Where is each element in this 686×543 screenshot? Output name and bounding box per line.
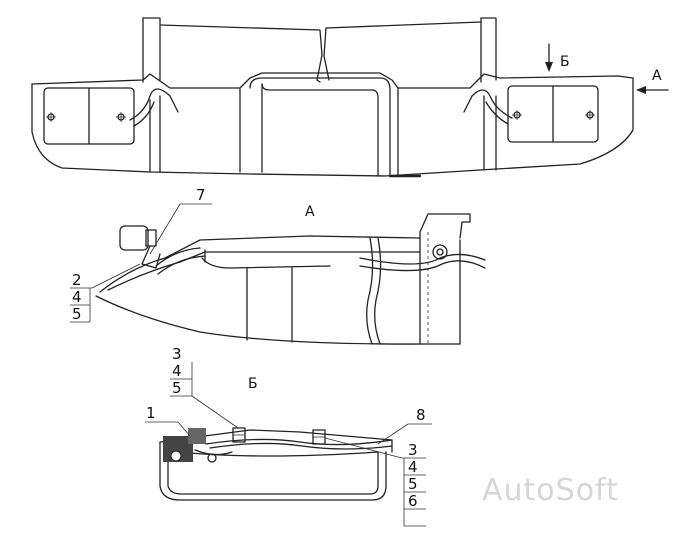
housing-b <box>159 441 387 501</box>
center-tunnel <box>249 77 391 177</box>
right-lamp <box>507 85 599 143</box>
callout-7: 7 <box>196 186 206 204</box>
callout-3: 3 <box>172 345 182 363</box>
wire-b <box>205 438 393 446</box>
view-label-a: А <box>652 68 662 84</box>
callout-3-right: 3 <box>408 441 418 459</box>
grommet-a <box>432 244 448 260</box>
view-arrow-b: Б <box>545 43 570 72</box>
callout-stack-b-right: 3 4 5 6 <box>324 437 426 527</box>
callout-stack-a: 2 4 5 <box>70 263 141 323</box>
callout-4: 4 <box>72 288 82 306</box>
lamp-body-a <box>119 225 149 251</box>
view-label-b: Б <box>560 54 570 70</box>
right-harness <box>463 89 513 119</box>
section-b-view: Б 3 4 5 <box>145 345 432 527</box>
left-post <box>142 17 161 81</box>
bumper-top-edge <box>31 72 634 89</box>
right-post <box>480 17 497 81</box>
callout-5: 5 <box>72 305 82 323</box>
top-view: Б А <box>31 17 669 178</box>
left-lamp <box>43 87 135 145</box>
section-b-title: Б <box>248 376 258 392</box>
panel-top-right <box>325 21 482 29</box>
watermark: AutoSoft <box>482 473 619 508</box>
wire-a <box>359 253 486 265</box>
panel-top-left <box>159 24 323 83</box>
view-arrow-a: А <box>636 68 669 94</box>
callout-5-right: 5 <box>408 475 418 493</box>
section-a-title: А <box>305 204 315 220</box>
callout-6: 6 <box>408 492 418 510</box>
callout-8: 8 <box>416 406 426 424</box>
left-harness <box>129 88 179 121</box>
section-a-view: А 7 <box>70 186 486 345</box>
callout-1: 1 <box>146 404 156 422</box>
bumper-profile-a <box>99 235 421 293</box>
callout-5-left: 5 <box>172 379 182 397</box>
callout-stack-b-left: 3 4 5 <box>170 345 239 429</box>
lamp-base-b <box>163 428 233 463</box>
bumper-bottom-edge <box>31 77 634 177</box>
callout-2: 2 <box>72 271 82 289</box>
callout-4-right: 4 <box>408 458 418 476</box>
callout-4-left: 4 <box>172 362 182 380</box>
bracket-a <box>419 213 471 239</box>
